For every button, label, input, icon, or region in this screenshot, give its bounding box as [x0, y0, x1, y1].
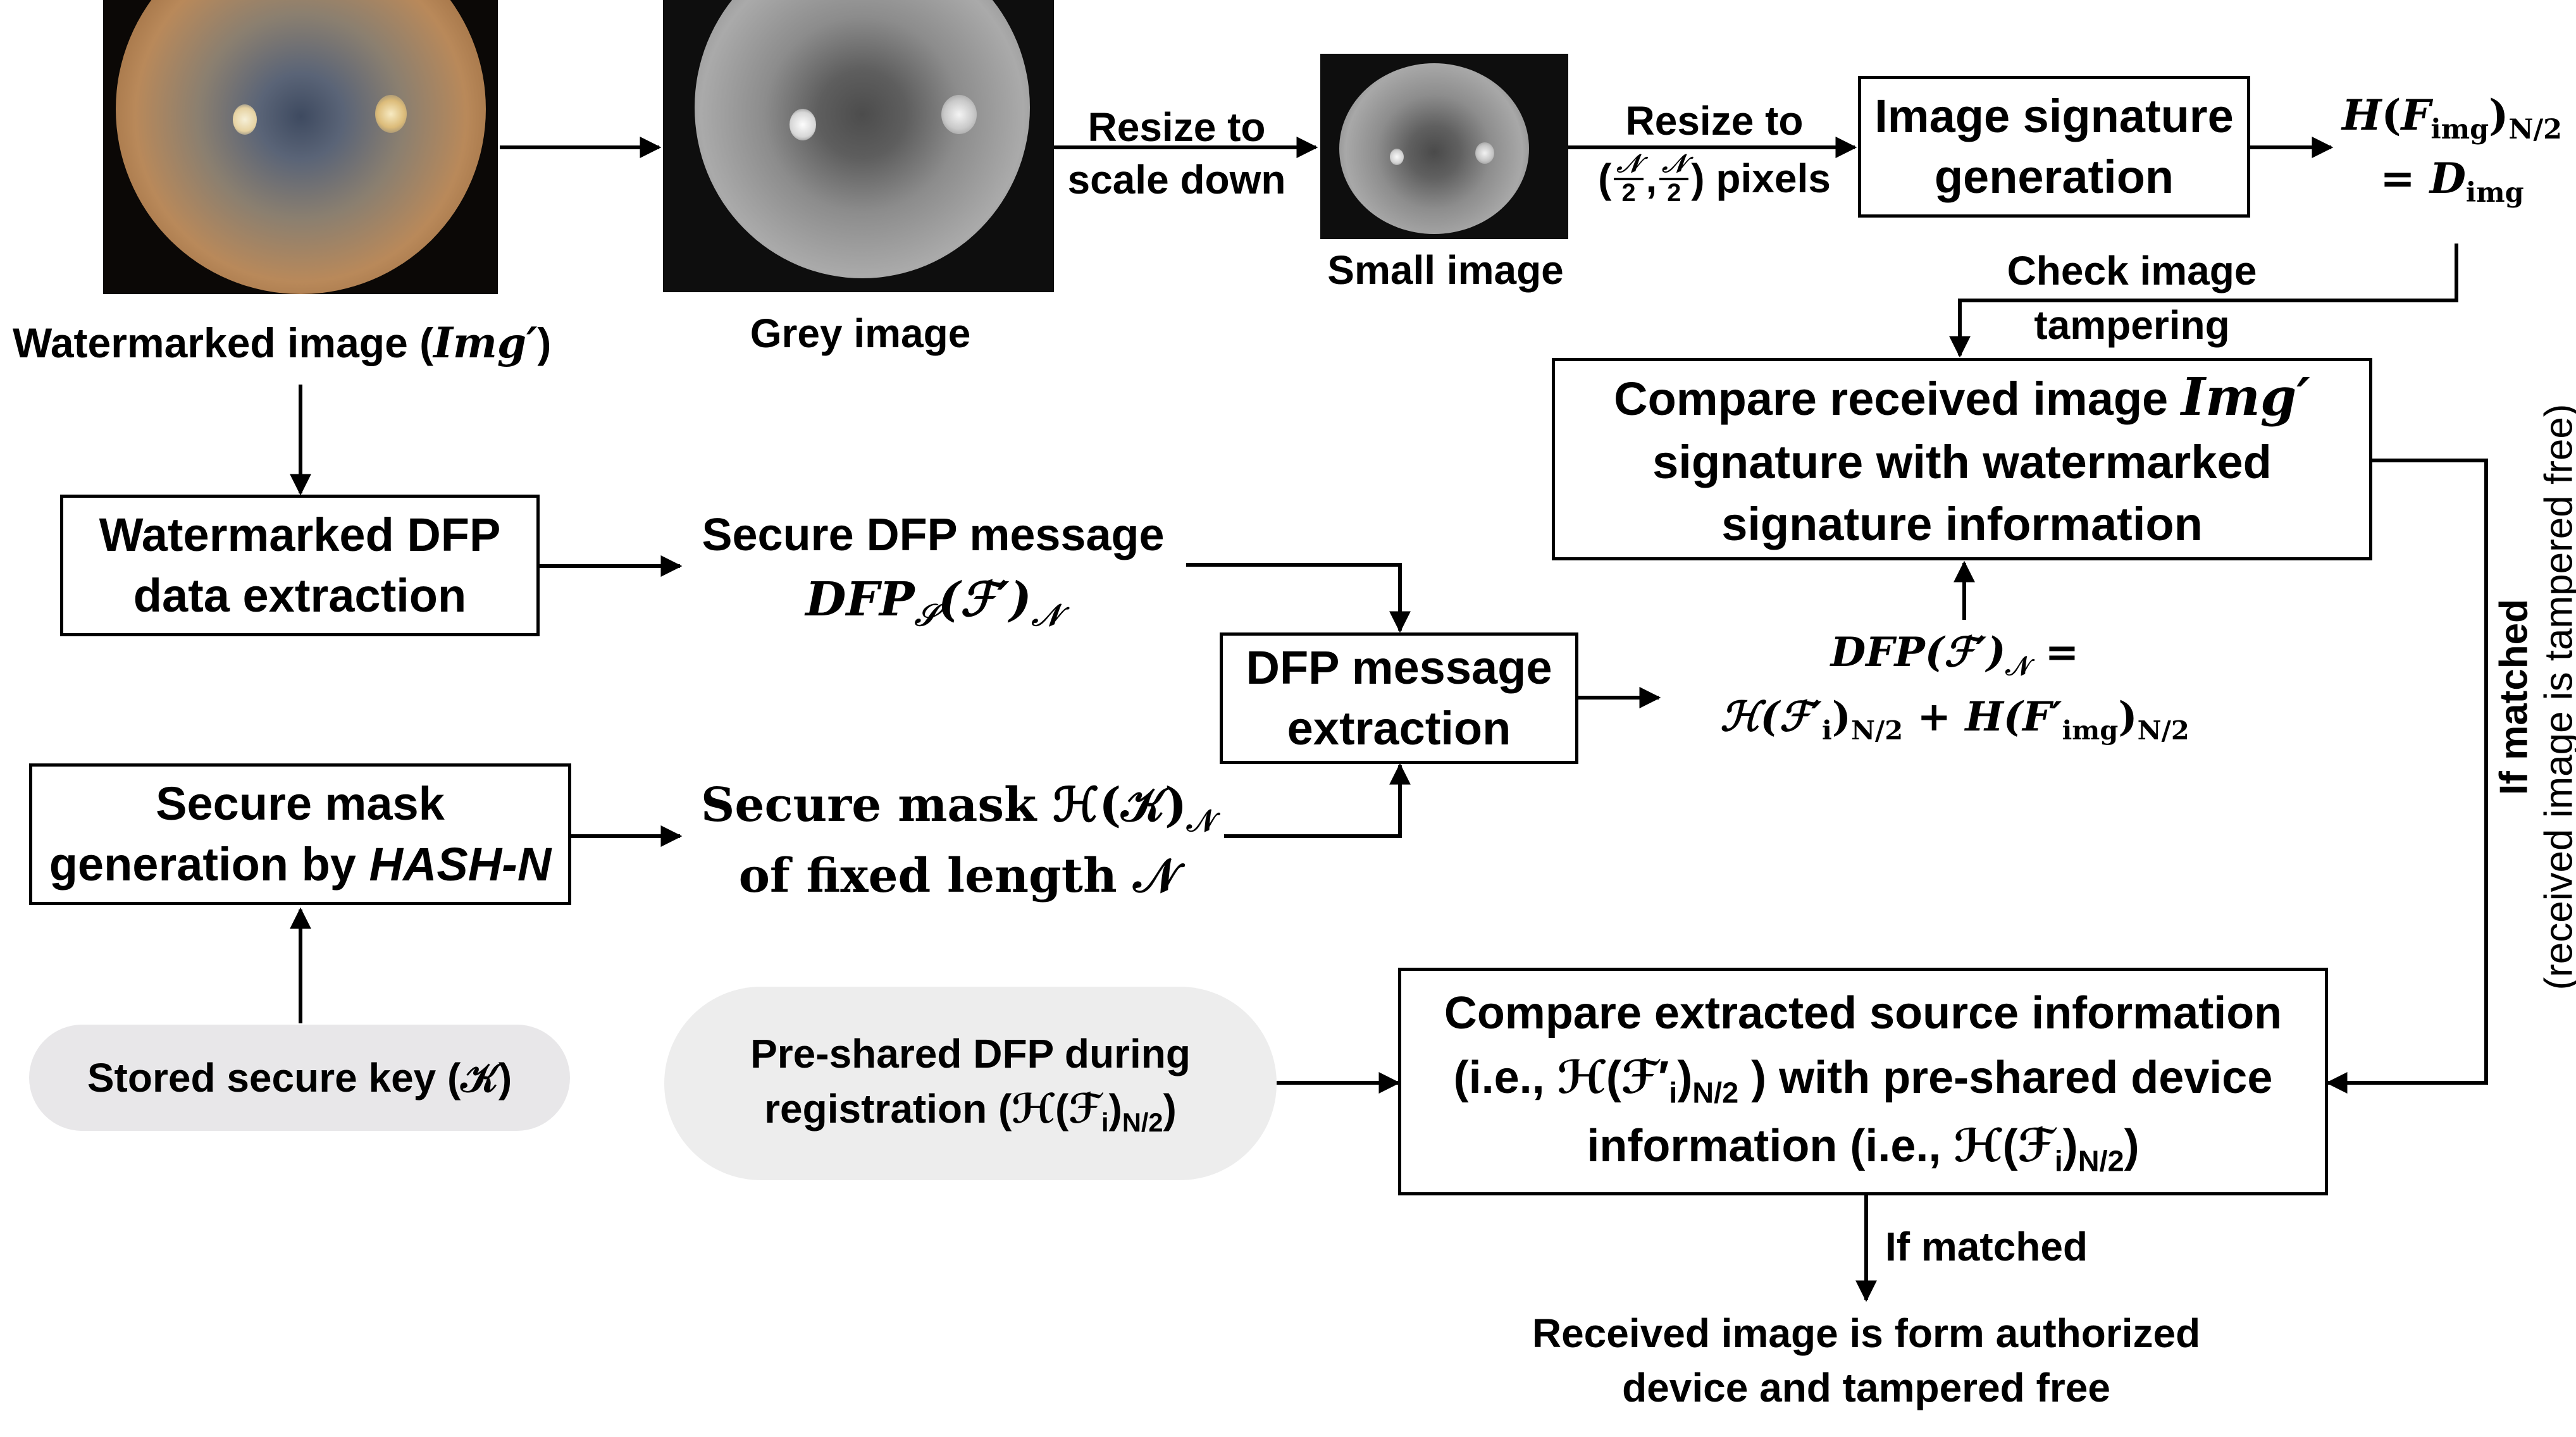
secure-mask-generation-box: Secure mask generation by HASH-N	[29, 763, 571, 905]
stored-secure-key-pill: Stored secure key (𝒦)	[29, 1025, 570, 1131]
grey-image-caption: Grey image	[750, 311, 971, 356]
final-result-label: Received image is form authorized device…	[1532, 1311, 2201, 1411]
grey-image	[663, 0, 1054, 292]
image-signature-generation-box: Image signature generation	[1858, 76, 2250, 218]
watermarked-dfp-extraction-box: Watermarked DFP data extraction	[60, 495, 540, 636]
preshared-dfp-pill: Pre-shared DFP during registration (ℋ(ℱi…	[664, 987, 1277, 1180]
small-image	[1320, 54, 1568, 239]
if-matched-bottom-label: If matched	[1885, 1224, 2088, 1269]
arrow-mask-to-extraction	[1224, 763, 1411, 838]
check-tampering-label: Check image tampering	[2007, 248, 2257, 348]
compare-source-info-box: Compare extracted source information (i.…	[1398, 968, 2328, 1195]
arrow-message-to-extraction	[1186, 563, 1411, 633]
arrow-hash-to-compare	[1949, 244, 2458, 358]
small-image-caption: Small image	[1327, 247, 1564, 293]
secure-dfp-message-label: Secure DFP message DFP𝒮(ℱ′)𝒩	[702, 510, 1165, 633]
watermarked-image-caption: Watermarked image (Img′)	[13, 318, 552, 367]
resize-scale-down-label: Resize to scale down	[1067, 104, 1286, 203]
if-matched-tampered-free-label: If matched (received image is tampered f…	[2492, 404, 2576, 990]
watermarked-image	[103, 0, 498, 294]
compare-signature-box: Compare received image Img′ signature wi…	[1552, 358, 2372, 560]
dfp-message-extraction-box: DFP message extraction	[1220, 632, 1578, 764]
arrow-signature-to-source	[2325, 459, 2488, 1094]
secure-mask-label: Secure mask ℋ(𝒦)𝒩 of fixed length 𝒩	[700, 778, 1217, 904]
dfp-formula-label: DFP(ℱ′)𝒩 = ℋ(ℱ′i)N/2 + H(F′img)N/2	[1720, 629, 2189, 746]
hash-output-label: H(Fimg)N/2 = Dimg	[2341, 90, 2563, 209]
